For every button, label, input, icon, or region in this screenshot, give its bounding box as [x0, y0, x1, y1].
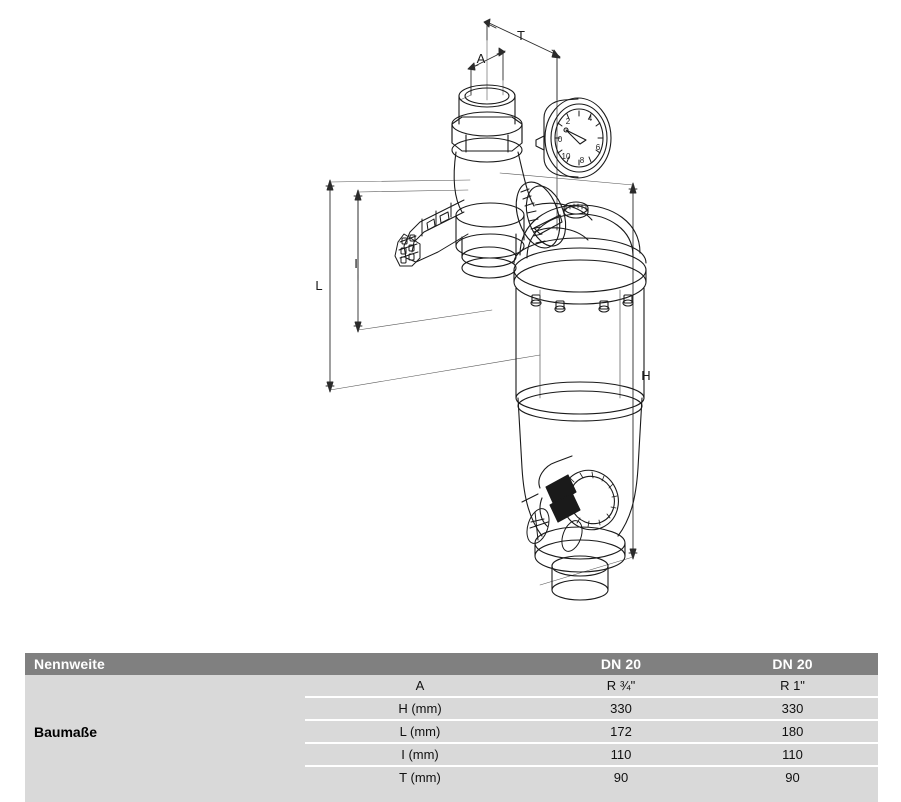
dim-label-I: I	[354, 256, 358, 271]
inlet-connection	[451, 84, 523, 163]
table-row: L (mm) 172 180	[25, 719, 878, 743]
dim-value-col1: 90	[535, 765, 707, 788]
gauge-numerals: 0 2 4 6 8 10	[558, 114, 601, 165]
bowl-markings	[526, 508, 583, 552]
dim-value-col2: 180	[707, 719, 878, 743]
header-nennweite: Nennweite	[25, 653, 305, 675]
drain-valve	[521, 455, 619, 531]
backwash-handle	[394, 199, 469, 267]
drawing-canvas: A T L I H 0 2 4 6 8 10	[315, 18, 651, 601]
spacer-cell	[707, 788, 878, 802]
spacer-cell	[305, 788, 535, 802]
pressure-gauge	[535, 97, 612, 179]
table-row: T (mm) 90 90	[25, 765, 878, 788]
spacer-cell	[535, 788, 707, 802]
handle-grip	[394, 233, 421, 267]
dim-label-A: A	[477, 51, 486, 66]
dim-name: H (mm)	[305, 696, 535, 720]
dim-label-T: T	[517, 28, 525, 43]
dim-value-col2: 110	[707, 742, 878, 766]
filter-head-housing	[453, 151, 593, 279]
header-blank	[305, 653, 535, 675]
header-col2: DN 20	[707, 653, 878, 675]
gauge-tick-10: 10	[562, 152, 571, 161]
gauge-tick-8: 8	[580, 156, 585, 165]
dim-name: A	[305, 675, 535, 697]
dim-value-col1: 110	[535, 742, 707, 766]
threaded-collar	[515, 181, 567, 249]
header-col1: DN 20	[535, 653, 707, 675]
spacer-cell	[25, 788, 305, 802]
technical-drawing: A T L I H 0 2 4 6 8 10	[315, 18, 651, 601]
dim-value-col2: R 1"	[707, 675, 878, 697]
dim-label-H: H	[641, 368, 650, 383]
dimension-lines	[325, 18, 638, 586]
dim-value-col1: 172	[535, 719, 707, 743]
dim-value-col2: 90	[707, 765, 878, 788]
table-row: H (mm) 330 330	[25, 696, 878, 720]
table-row: I (mm) 110 110	[25, 742, 878, 766]
gauge-tick-4: 4	[588, 114, 593, 123]
table-row: Baumaße A R ¾" R 1"	[25, 675, 878, 788]
gauge-tick-2: 2	[566, 117, 571, 126]
gauge-tick-6: 6	[596, 143, 601, 152]
dim-value-col1: 330	[535, 696, 707, 720]
dimensions-table: Nennweite DN 20 DN 20 Baumaße A R ¾" R 1…	[25, 653, 878, 802]
table-bottom-spacer	[25, 788, 878, 802]
group-label-baumasse: Baumaße	[25, 675, 305, 788]
gauge-ticks	[554, 110, 604, 166]
table-header-row: Nennweite DN 20 DN 20	[25, 653, 878, 675]
dim-name: T (mm)	[305, 765, 535, 788]
gauge-tick-0: 0	[558, 135, 563, 144]
dim-name: I (mm)	[305, 742, 535, 766]
dim-label-L: L	[315, 278, 322, 293]
dim-line-T	[486, 21, 558, 56]
filter-body	[513, 201, 647, 601]
dim-value-col1: R ¾"	[535, 675, 707, 697]
dim-value-col2: 330	[707, 696, 878, 720]
dim-name: L (mm)	[305, 719, 535, 743]
